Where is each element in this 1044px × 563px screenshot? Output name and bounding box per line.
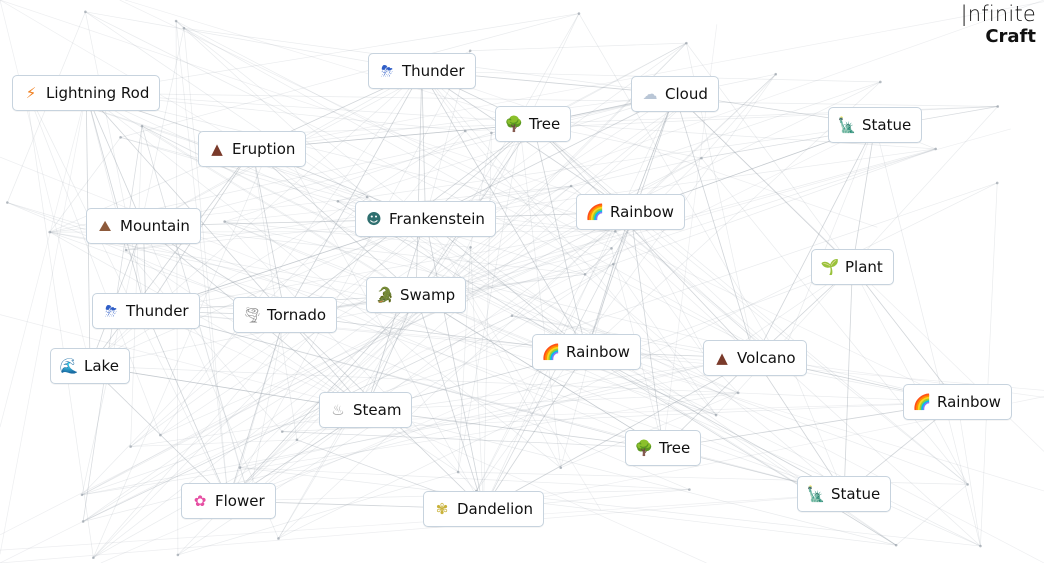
item-volcano[interactable]: ▲ Volcano bbox=[703, 340, 807, 376]
tornado-icon: 🌪 bbox=[242, 305, 262, 324]
wave-icon: 🌊 bbox=[59, 356, 79, 375]
item-thunder-top[interactable]: ⛈ Thunder bbox=[368, 53, 476, 89]
statue-icon: 🗽 bbox=[837, 115, 857, 134]
rainbow-icon: 🌈 bbox=[541, 342, 561, 361]
item-mountain[interactable]: ⛰ Mountain bbox=[86, 208, 201, 244]
item-label: Plant bbox=[845, 258, 883, 276]
steam-icon: ♨ bbox=[331, 400, 345, 419]
statue-icon: 🗽 bbox=[806, 484, 826, 503]
item-tornado[interactable]: 🌪 Tornado bbox=[233, 297, 338, 333]
item-label: Statue bbox=[862, 116, 912, 134]
tree-icon: 🌳 bbox=[504, 114, 524, 133]
item-tree-top[interactable]: 🌳 Tree bbox=[495, 106, 572, 142]
flower-icon: ✿ bbox=[193, 491, 207, 510]
cloud-icon: ☁ bbox=[642, 84, 658, 103]
item-label: Tree bbox=[659, 439, 691, 457]
item-flower[interactable]: ✿ Flower bbox=[181, 483, 276, 519]
infinite-craft-logo: |nfinite Craft bbox=[960, 4, 1036, 46]
item-statue-bottom[interactable]: 🗽 Statue bbox=[797, 476, 892, 512]
item-eruption[interactable]: ▲ Eruption bbox=[198, 131, 307, 167]
logo-line-2: Craft bbox=[985, 26, 1036, 47]
item-label: Thunder bbox=[126, 302, 189, 320]
item-label: Rainbow bbox=[937, 393, 1001, 411]
item-rainbow-mid[interactable]: 🌈 Rainbow bbox=[532, 334, 641, 370]
seedling-icon: 🌱 bbox=[820, 257, 840, 276]
item-label: Mountain bbox=[120, 217, 190, 235]
item-rainbow-right[interactable]: 🌈 Rainbow bbox=[903, 384, 1012, 420]
item-label: Tornado bbox=[267, 306, 327, 324]
item-label: Steam bbox=[353, 401, 402, 419]
item-tree-bottom[interactable]: 🌳 Tree bbox=[625, 430, 702, 466]
item-lightning-rod[interactable]: ⚡ Lightning Rod bbox=[12, 75, 161, 111]
rainbow-icon: 🌈 bbox=[912, 392, 932, 411]
item-rainbow-top[interactable]: 🌈 Rainbow bbox=[576, 194, 685, 230]
item-label: Eruption bbox=[232, 140, 296, 158]
item-label: Cloud bbox=[665, 85, 708, 103]
item-steam[interactable]: ♨ Steam bbox=[319, 392, 413, 428]
volcano-icon: ▲ bbox=[211, 139, 223, 158]
swamp-creature-icon: 🐊 bbox=[375, 285, 395, 304]
logo-line-1: |nfinite bbox=[960, 2, 1036, 26]
mountain-icon: ⛰ bbox=[98, 216, 112, 235]
frankenstein-icon: ☻ bbox=[366, 209, 382, 228]
item-frankenstein[interactable]: ☻ Frankenstein bbox=[355, 201, 496, 237]
item-label: Tree bbox=[529, 115, 561, 133]
thunder-cloud-icon: ⛈ bbox=[104, 301, 117, 320]
item-cloud[interactable]: ☁ Cloud bbox=[631, 76, 719, 112]
item-label: Lightning Rod bbox=[46, 84, 150, 102]
item-label: Statue bbox=[831, 485, 881, 503]
volcano-icon: ▲ bbox=[716, 348, 728, 367]
lightning-bolt-icon: ⚡ bbox=[25, 83, 37, 102]
item-label: Lake bbox=[84, 357, 119, 375]
rainbow-icon: 🌈 bbox=[585, 202, 605, 221]
item-label: Swamp bbox=[400, 286, 456, 304]
item-plant[interactable]: 🌱 Plant bbox=[811, 249, 894, 285]
item-swamp[interactable]: 🐊 Swamp bbox=[366, 277, 467, 313]
tree-icon: 🌳 bbox=[634, 438, 654, 457]
item-label: Rainbow bbox=[566, 343, 630, 361]
item-label: Thunder bbox=[402, 62, 465, 80]
item-statue-top[interactable]: 🗽 Statue bbox=[828, 107, 923, 143]
item-label: Volcano bbox=[737, 349, 796, 367]
item-label: Dandelion bbox=[457, 500, 534, 518]
thunder-cloud-icon: ⛈ bbox=[380, 61, 393, 80]
item-thunder-left[interactable]: ⛈ Thunder bbox=[92, 293, 200, 329]
item-label: Rainbow bbox=[610, 203, 674, 221]
item-label: Flower bbox=[215, 492, 265, 510]
item-dandelion[interactable]: ✾ Dandelion bbox=[423, 491, 545, 527]
item-label: Frankenstein bbox=[389, 210, 485, 228]
dandelion-icon: ✾ bbox=[435, 499, 449, 518]
item-lake[interactable]: 🌊 Lake bbox=[50, 348, 130, 384]
